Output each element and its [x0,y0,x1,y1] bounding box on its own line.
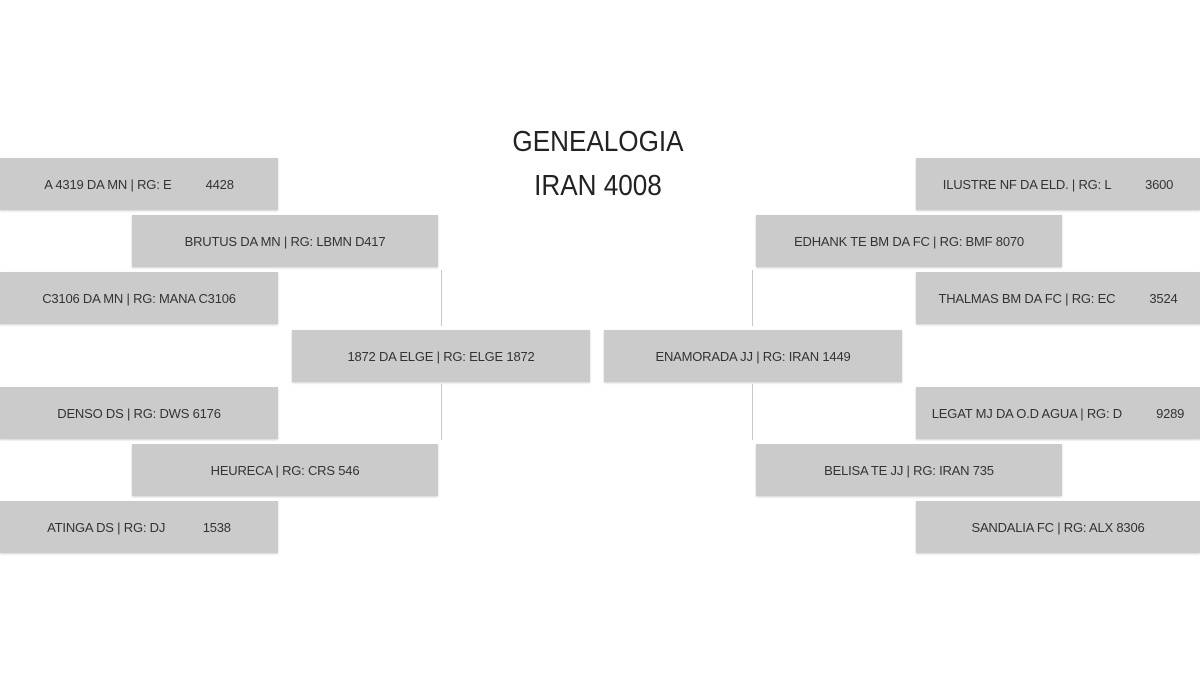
dam-ggp-4-box: SANDALIA FC | RG: ALX 8306 [916,501,1200,553]
dam-lower-connector [752,384,753,440]
dam-ggp-3-box: LEGAT MJ DA O.D AGUA | RG: D 9289 [916,387,1200,439]
dam-grandsire-box: EDHANK TE BM DA FC | RG: BMF 8070 [756,215,1062,267]
sire-ggp-1-label: A 4319 DA MN | RG: E 4428 [44,176,234,192]
sire-grandsire-box: BRUTUS DA MN | RG: LBMN D417 [132,215,438,267]
sire-ggp-1-box: A 4319 DA MN | RG: E 4428 [0,158,278,210]
sire-upper-connector [441,270,442,326]
sire-ggp-3-box: DENSO DS | RG: DWS 6176 [0,387,278,439]
dam-granddam-box: BELISA TE JJ | RG: IRAN 735 [756,444,1062,496]
sire-label: 1872 DA ELGE | RG: ELGE 1872 [347,348,535,364]
dam-ggp-1-label: ILUSTRE NF DA ELD. | RG: L 3600 [942,176,1174,192]
dam-ggp-3-label: LEGAT MJ DA O.D AGUA | RG: D 9289 [931,405,1185,421]
sire-granddam-label: HEURECA | RG: CRS 546 [210,462,360,478]
sire-ggp-4-label: ATINGA DS | RG: DJ 1538 [47,519,231,535]
dam-ggp-1-box: ILUSTRE NF DA ELD. | RG: L 3600 [916,158,1200,210]
dam-upper-connector [752,270,753,326]
dam-ggp-2-label: THALMAS BM DA FC | RG: EC 3524 [938,290,1178,306]
sire-lower-connector [441,384,442,440]
sire-ggp-4-box: ATINGA DS | RG: DJ 1538 [0,501,278,553]
sire-ggp-2-label: C3106 DA MN | RG: MANA C3106 [42,290,236,306]
dam-ggp-2-box: THALMAS BM DA FC | RG: EC 3524 [916,272,1200,324]
sire-box: 1872 DA ELGE | RG: ELGE 1872 [292,330,590,382]
dam-grandsire-label: EDHANK TE BM DA FC | RG: BMF 8070 [794,233,1024,249]
dam-box: ENAMORADA JJ | RG: IRAN 1449 [604,330,902,382]
dam-ggp-4-label: SANDALIA FC | RG: ALX 8306 [971,519,1145,535]
dam-label: ENAMORADA JJ | RG: IRAN 1449 [655,348,851,364]
sire-grandsire-label: BRUTUS DA MN | RG: LBMN D417 [184,233,386,249]
sire-granddam-box: HEURECA | RG: CRS 546 [132,444,438,496]
sire-ggp-2-box: C3106 DA MN | RG: MANA C3106 [0,272,278,324]
title-heading: GENEALOGIA [512,126,684,158]
sire-ggp-3-label: DENSO DS | RG: DWS 6176 [57,405,221,421]
animal-id: IRAN 4008 [534,170,662,202]
pedigree-title: GENEALOGIA IRAN 4008 [456,120,740,208]
dam-granddam-label: BELISA TE JJ | RG: IRAN 735 [824,462,994,478]
